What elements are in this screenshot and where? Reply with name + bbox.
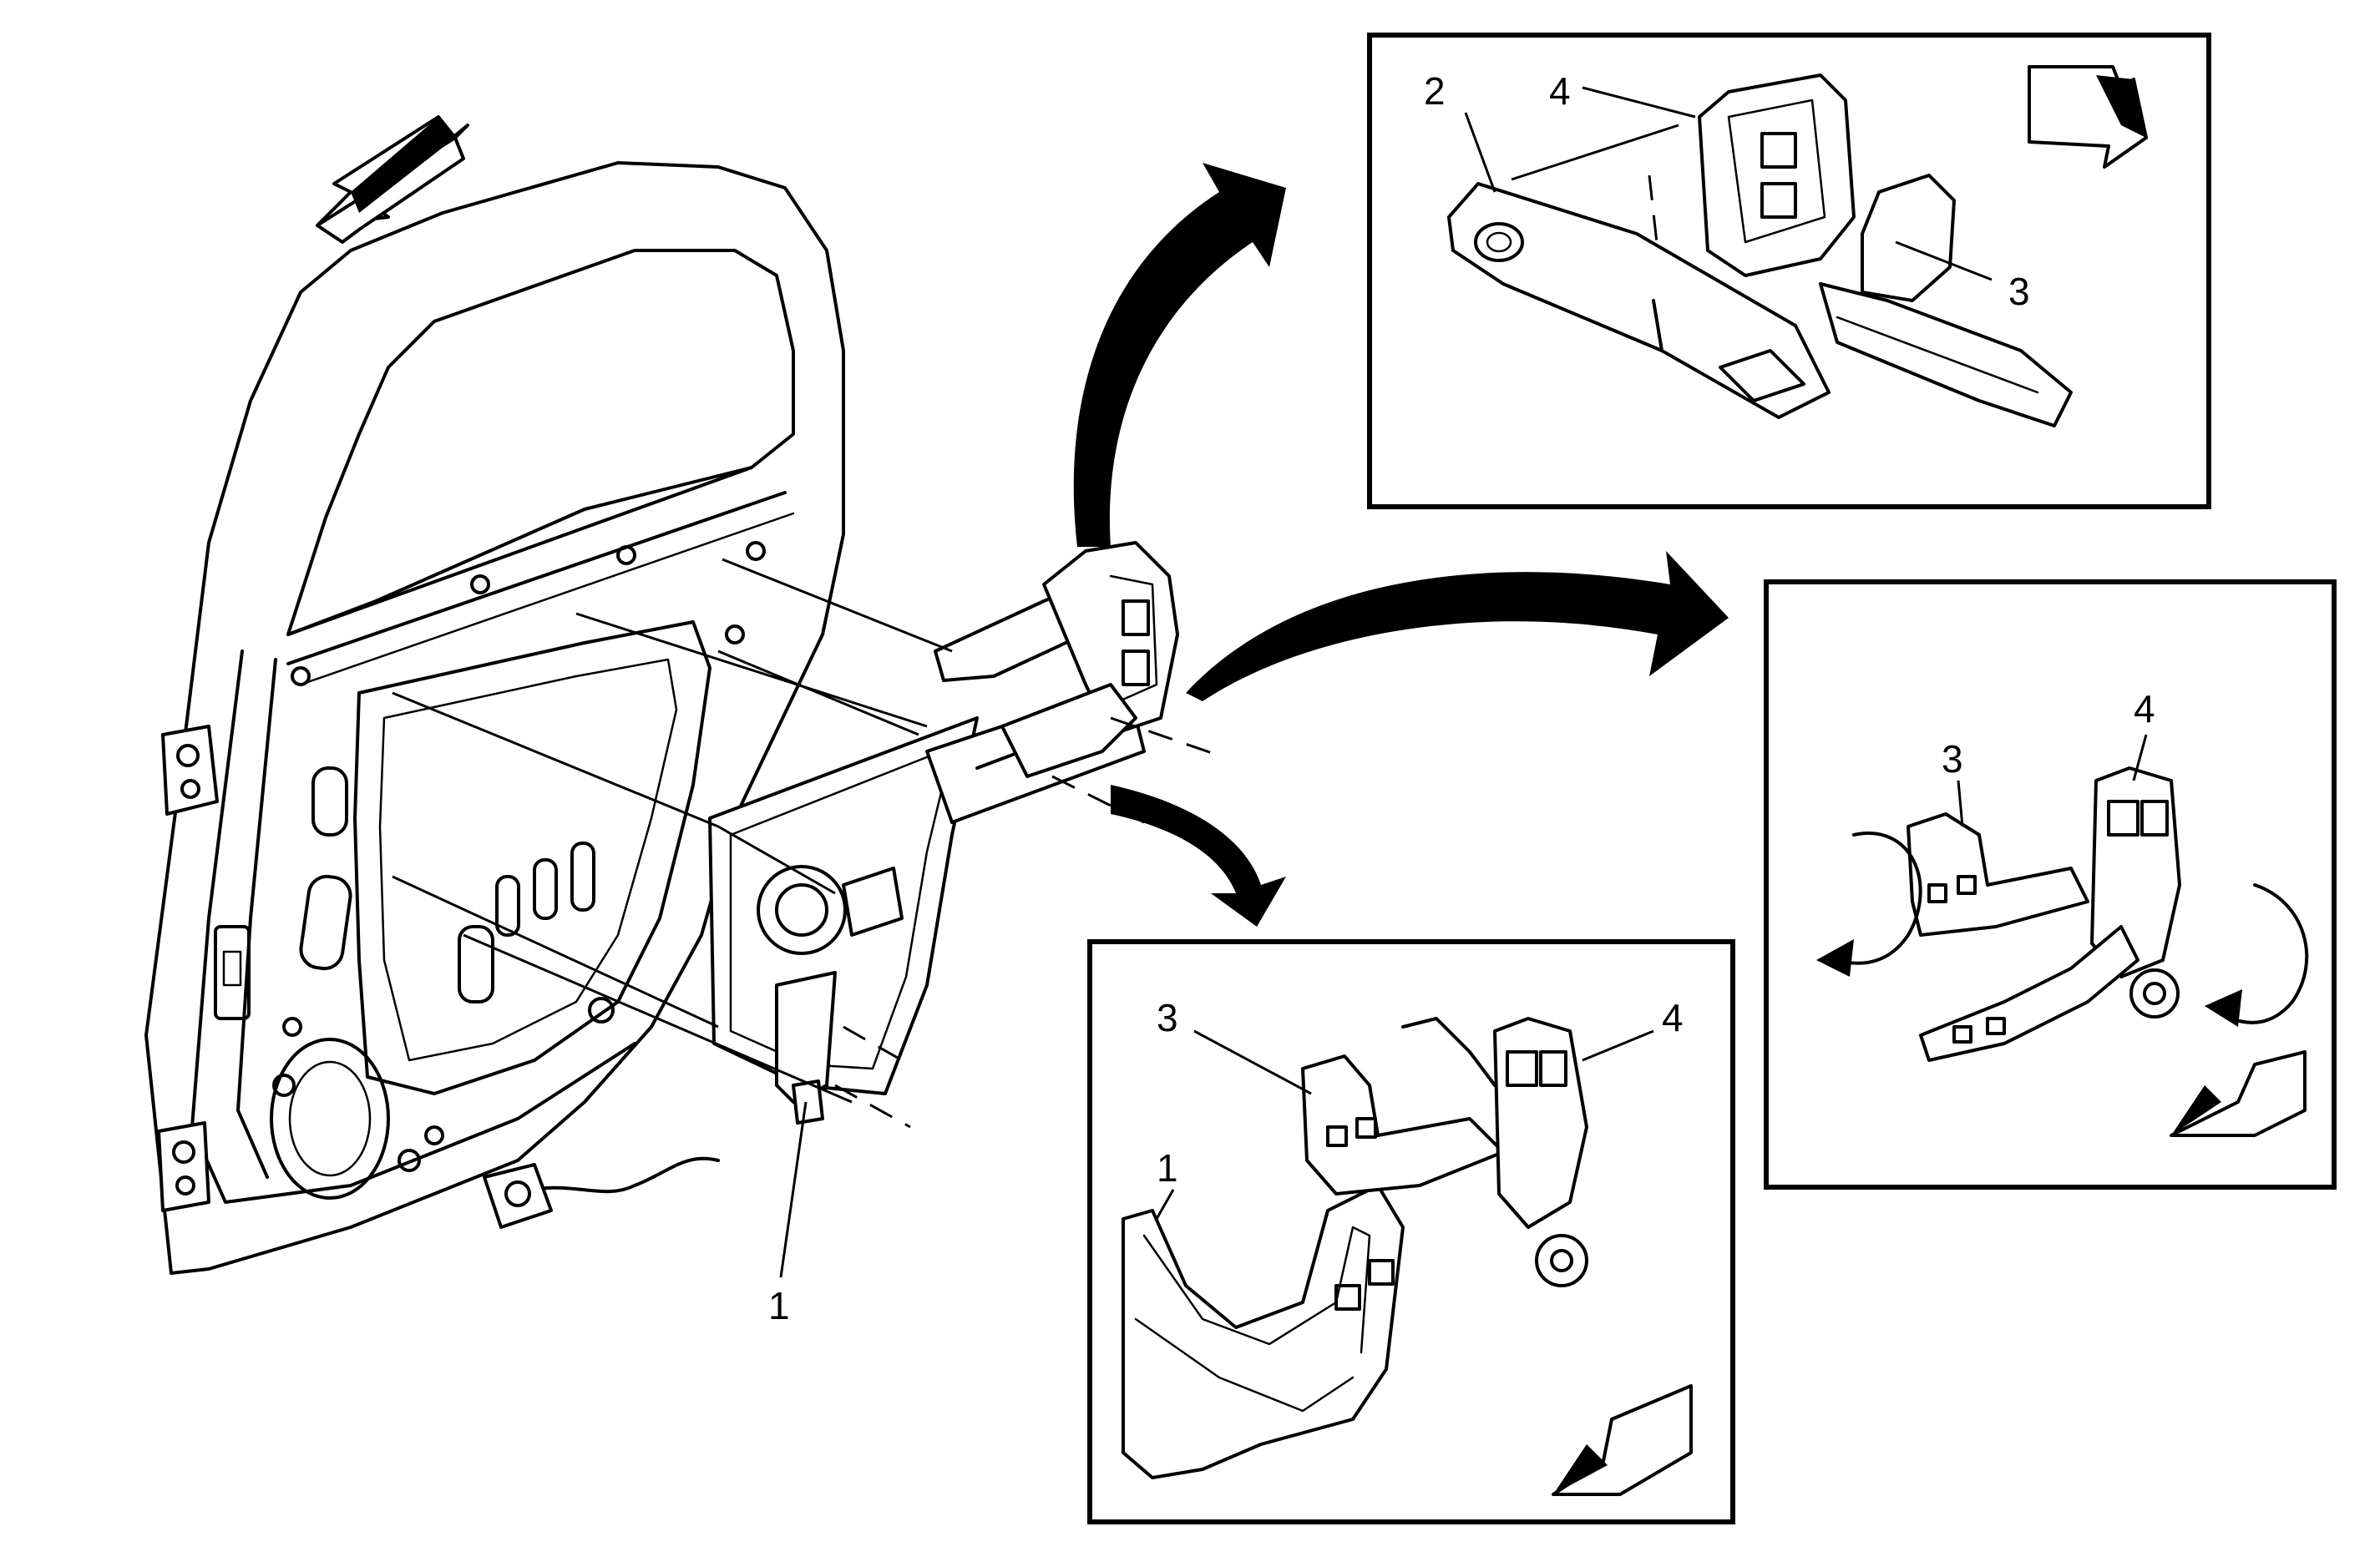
rotate-arrow-icon (1816, 832, 2309, 1027)
explode-lines (392, 558, 1220, 1129)
inset-top: 2 4 3 (1367, 33, 2211, 509)
forward-arrow-icon (316, 115, 469, 244)
callout-4-bottom: 4 (1662, 996, 1684, 1039)
callout-1-main: 1 (768, 1101, 808, 1327)
callout-4-right: 4 (2134, 687, 2155, 730)
callout-3-right: 3 (1942, 737, 1963, 781)
callout-2-top: 2 (1424, 69, 1446, 113)
forward-arrow-icon (2170, 1050, 2307, 1137)
callout-3-bottom: 3 (1157, 996, 1178, 1039)
callout-label: 1 (768, 1284, 790, 1327)
door-frame (144, 161, 845, 1275)
inset-right: 3 4 (1764, 579, 2337, 1190)
callout-1-bottom: 1 (1157, 1146, 1178, 1190)
handle-and-latch-exploded (934, 541, 1179, 778)
forward-arrow-icon (1552, 1384, 1693, 1496)
callout-3-top: 3 (2008, 270, 2030, 313)
forward-arrow-icon (2028, 65, 2148, 169)
inset-bottom: 3 1 4 (1087, 939, 1735, 1524)
curved-arrow-icon (1073, 163, 1729, 927)
callout-4-top: 4 (1549, 69, 1571, 113)
